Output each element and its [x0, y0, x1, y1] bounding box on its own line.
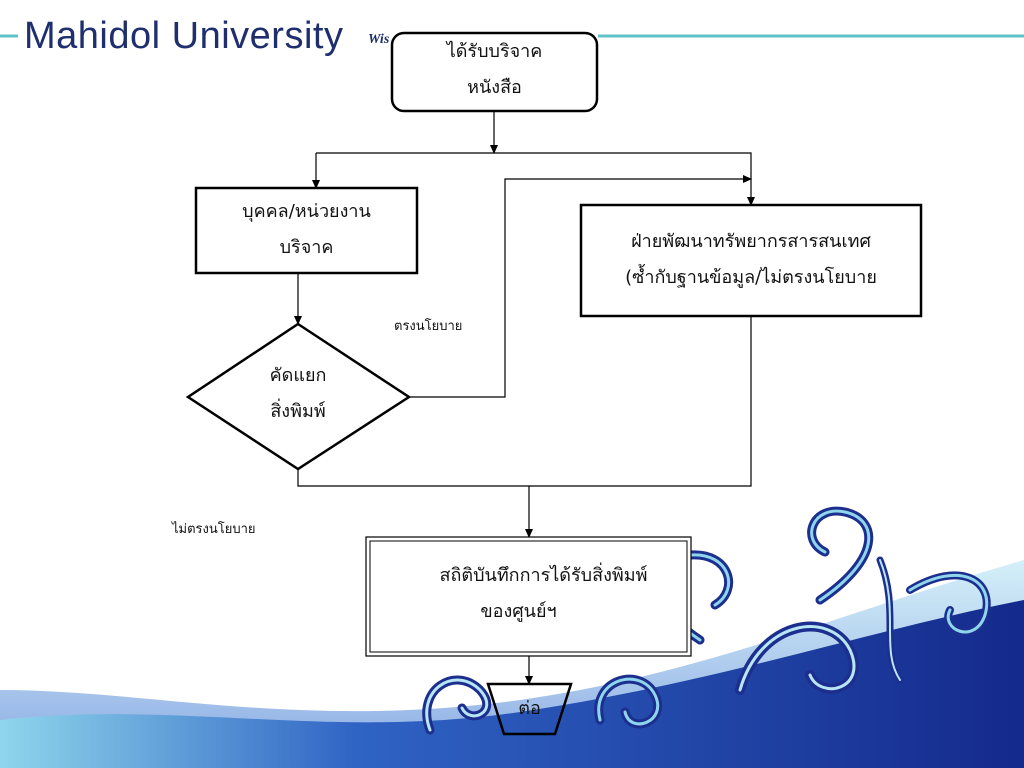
node-start-line2: หนังสือ: [467, 77, 522, 98]
node-resource-dev-line2: (ซ้ำกับฐานข้อมูล/ไม่ตรงนโยบาย: [625, 267, 877, 288]
node-sort-shape: [185, 322, 412, 471]
node-statistics: สถิติบันทึกการได้รับสิ่งพิมพ์ ของศูนย์ฯ: [366, 558, 691, 630]
university-logo-title: Mahidol University: [24, 15, 344, 57]
node-resource-dev: ฝ่ายพัฒนาทรัพยากรสารสนเทศ (ซ้ำกับฐานข้อม…: [581, 224, 921, 296]
node-sort-line2: สิ่งพิมพ์: [270, 401, 326, 422]
node-statistics-shape: [365, 536, 692, 657]
edge-split-to-donor: [316, 152, 755, 206]
node-connector: ต่อ: [488, 691, 571, 727]
node-donor-shape: [194, 186, 419, 275]
node-start-shape: [390, 31, 599, 113]
edge-label-matches-policy: ตรงนโยบาย: [394, 319, 463, 334]
decorative-wave-background: [0, 560, 1024, 768]
edge-sort-to-statistics: [297, 316, 752, 487]
decorative-scroll-ornament: [422, 506, 991, 735]
node-connector-label: ต่อ: [518, 698, 541, 719]
node-donor-line2: บริจาค: [279, 237, 334, 258]
university-motto: Wis: [368, 32, 390, 47]
node-resource-dev-line1: ฝ่ายพัฒนาทรัพยากรสารสนเทศ: [631, 231, 871, 252]
node-donor: บุคคล/หน่วยงาน บริจาค: [196, 194, 417, 266]
node-donor-line1: บุคคล/หน่วยงาน: [242, 201, 371, 222]
node-connector-shape: [486, 682, 573, 736]
node-sort-line1: คัดแยก: [269, 365, 327, 386]
node-start-line1: ได้รับบริจาค: [446, 41, 543, 62]
node-sort: คัดแยก สิ่งพิมพ์: [218, 358, 378, 430]
node-start: ได้รับบริจาค หนังสือ: [392, 34, 597, 106]
flowchart-edges: [294, 112, 755, 685]
node-statistics-line1: สถิติบันทึกการได้รับสิ่งพิมพ์: [439, 565, 648, 586]
node-resource-dev-shape: [579, 203, 923, 318]
edge-sort-to-resource-dev: [409, 175, 752, 398]
edge-label-not-matching-policy: ไม่ตรงนโยบาย: [172, 522, 256, 537]
node-statistics-line2: ของศูนย์ฯ: [480, 601, 557, 622]
